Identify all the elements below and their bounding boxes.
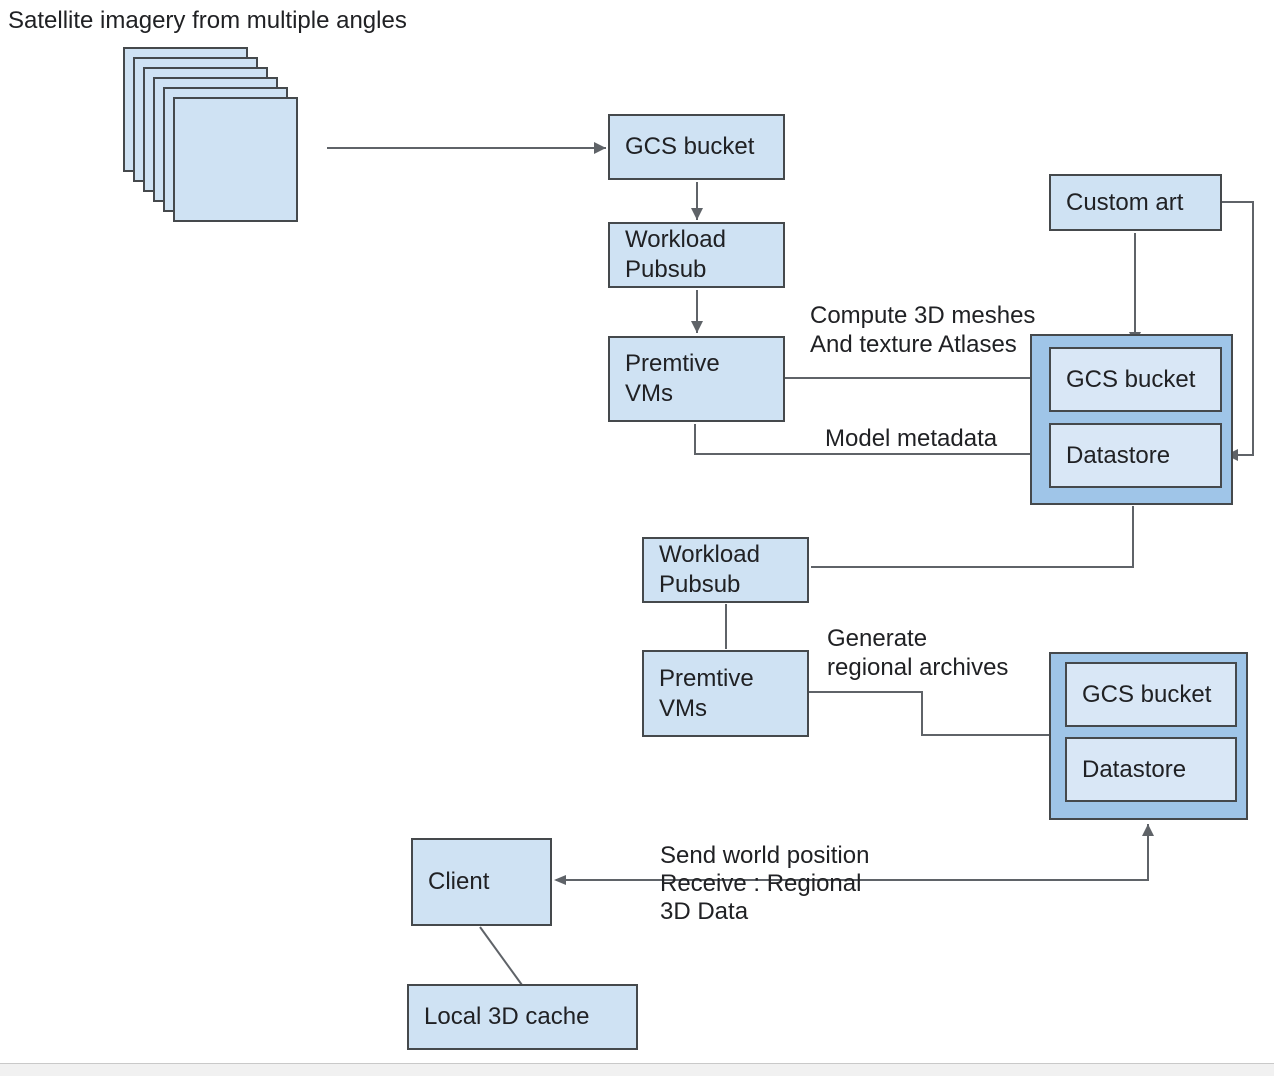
diagram-title: Satellite imagery from multiple angles [8,7,407,34]
node-preemptive-vms-2: Premtive VMs [642,650,809,737]
node-workload-pubsub-1: Workload Pubsub [608,222,785,288]
canvas-footer-strip [0,1063,1274,1076]
node-mesh-datastore: Datastore [1049,423,1222,488]
node-preemptive-vms-1: Premtive VMs [608,336,785,422]
container-mesh-store: GCS bucket Datastore [1030,334,1233,505]
node-custom-art: Custom art [1049,174,1222,231]
node-ingest-gcs-bucket: GCS bucket [608,114,785,180]
label-generate-archives: Generate regional archives [827,625,1009,681]
label-compute-meshes: Compute 3D meshes And texture Atlases [810,302,1036,358]
client-arrowhead [554,875,566,885]
node-local-3d-cache: Local 3D cache [407,984,638,1050]
node-workload-pubsub-2: Workload Pubsub [642,537,809,603]
container-archive-store: GCS bucket Datastore [1049,652,1248,820]
label-client-exchange: Send world position Receive : Regional 3… [660,842,870,925]
satellite-image-sheet [173,97,298,222]
label-model-metadata: Model metadata [825,425,998,452]
node-client: Client [411,838,552,926]
node-archive-datastore: Datastore [1065,737,1237,802]
node-mesh-gcs-bucket: GCS bucket [1049,347,1222,412]
edge-meshstore-to-pubsub2 [811,506,1134,568]
edge-vms2-to-archivestore [809,691,1049,736]
node-archive-gcs-bucket: GCS bucket [1065,662,1237,727]
edge-client-to-cache [479,926,523,986]
